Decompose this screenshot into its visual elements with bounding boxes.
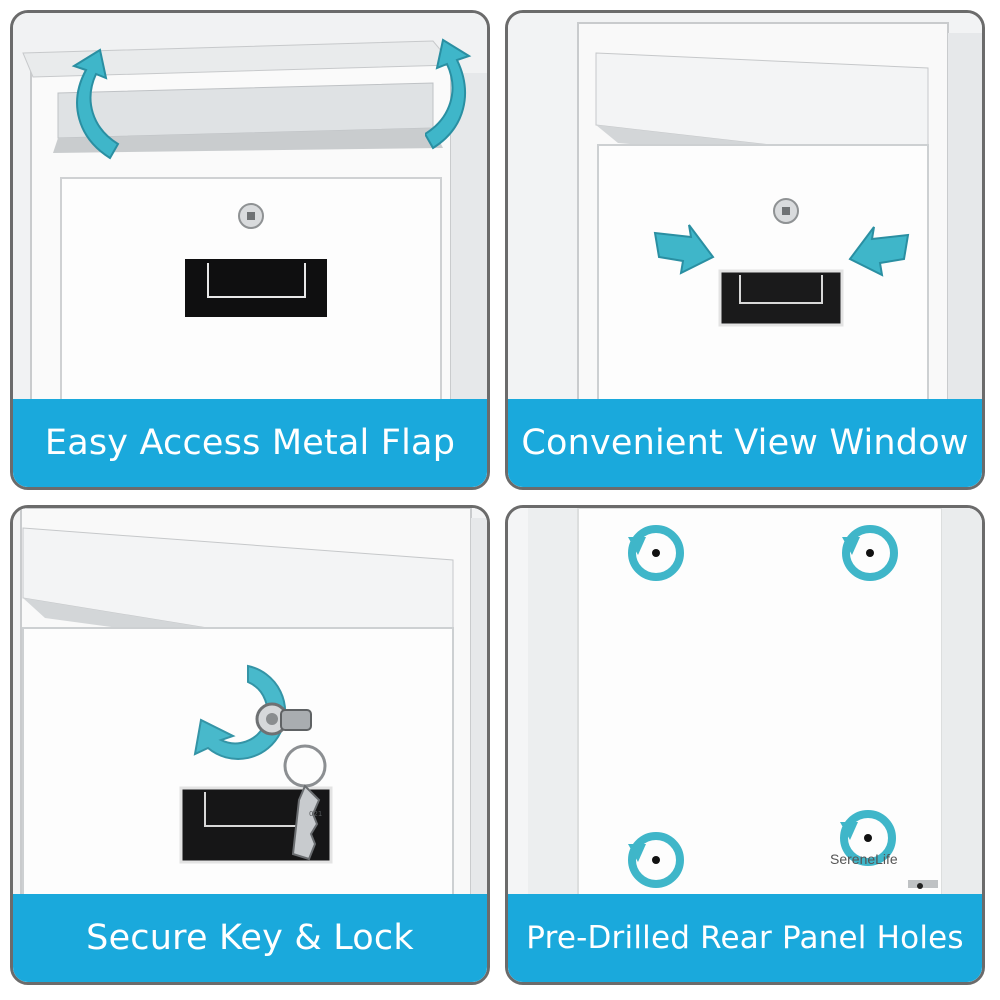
keyhole-lock-icon (255, 702, 289, 736)
feature-card-rear-holes: SereneLife Pre-Drilled Rear Panel Holes (505, 505, 985, 985)
feature-card-view-window: Convenient View Window (505, 10, 985, 490)
flip-up-arrow-icon-right (425, 38, 472, 150)
brand-logo: SereneLife (830, 851, 898, 867)
circular-arrow-hole-icon (842, 525, 898, 581)
feature-card-key-lock: 021 Secure Key & Lock (10, 505, 490, 985)
pointing-arrow-icon-left (653, 224, 715, 275)
mailbox-front-illustration (13, 13, 487, 487)
key-icon: 021 (280, 709, 327, 861)
circular-arrow-hole-icon (840, 810, 896, 866)
key-code-label: 021 (309, 810, 322, 818)
caption-view-window: Convenient View Window (508, 399, 982, 487)
circular-arrow-hole-icon (628, 525, 684, 581)
caption-key-lock: Secure Key & Lock (13, 894, 487, 982)
pointing-arrow-icon-right (848, 226, 910, 277)
circular-arrow-hole-icon (628, 832, 684, 888)
caption-metal-flap: Easy Access Metal Flap (13, 399, 487, 487)
caption-rear-holes: Pre-Drilled Rear Panel Holes (508, 894, 982, 982)
flip-up-arrow-icon-left (71, 48, 120, 160)
feature-card-metal-flap: Easy Access Metal Flap (10, 10, 490, 490)
